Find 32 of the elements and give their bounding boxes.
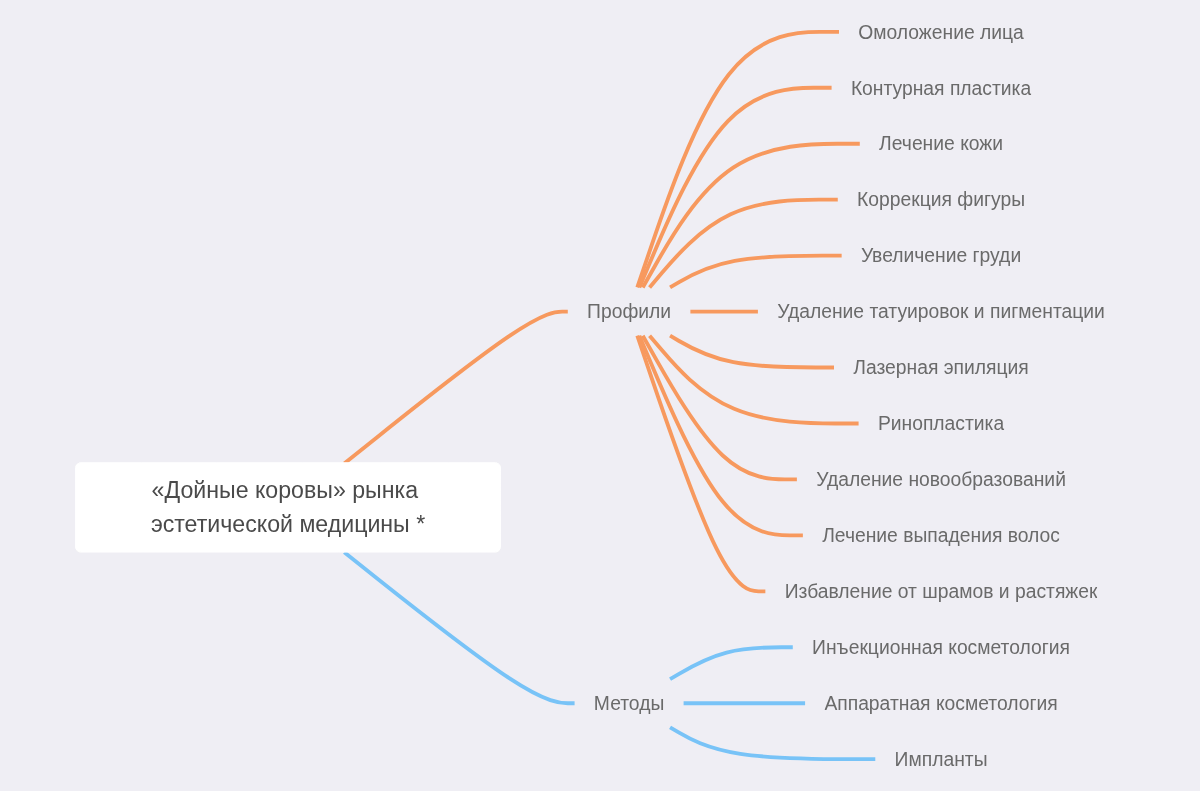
connector xyxy=(343,550,575,706)
connector xyxy=(641,141,860,289)
connector xyxy=(641,334,797,482)
node-text: Избавление от шрамов и растяжек xyxy=(784,580,1098,602)
connector xyxy=(669,334,834,370)
connector xyxy=(669,645,793,681)
node-text: Контурная пластика xyxy=(850,77,1032,99)
connector xyxy=(635,29,839,289)
connector xyxy=(648,334,859,426)
node-text: Увеличение груди xyxy=(860,245,1022,267)
node-text: Методы xyxy=(593,692,665,714)
connector xyxy=(669,725,876,762)
connector xyxy=(635,335,766,594)
node-text: Импланты xyxy=(894,748,988,770)
connector xyxy=(343,309,568,465)
node-text: Удаление татуировок и пигментации xyxy=(777,300,1105,323)
connector xyxy=(637,85,832,289)
node-text: Аппаратная косметология xyxy=(824,692,1058,714)
node-text: Омоложение лица xyxy=(858,21,1024,43)
node-text: Лазерная эпиляция xyxy=(853,356,1029,379)
node-text: Удаление новообразований xyxy=(816,468,1066,491)
connector xyxy=(648,197,838,289)
node-text: Ринопластика xyxy=(877,412,1005,435)
connector xyxy=(637,334,803,538)
node-text: Лечение кожи xyxy=(879,133,1003,155)
node-text: Лечение выпадения волос xyxy=(822,524,1060,546)
node-text: Профили xyxy=(587,300,672,323)
connector xyxy=(669,253,842,290)
connector xyxy=(683,701,806,706)
connector xyxy=(690,309,758,314)
node-text: Инъекционная косметология xyxy=(812,636,1071,658)
node-text: Коррекция фигуры xyxy=(857,189,1026,211)
